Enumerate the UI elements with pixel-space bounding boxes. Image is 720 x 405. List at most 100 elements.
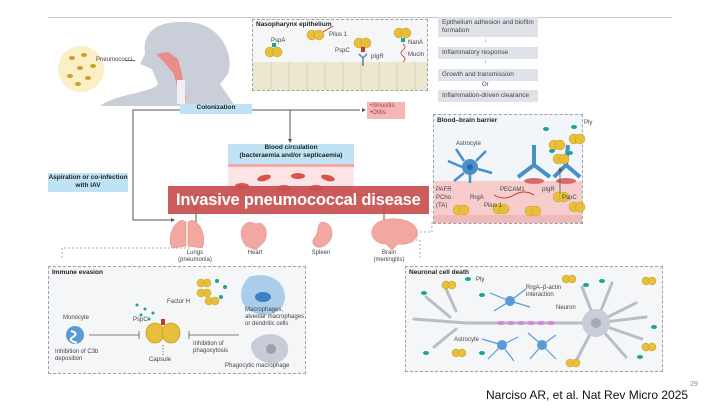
endfoot-icon xyxy=(516,145,552,179)
nasopharynx-label-pilus1: Pilus 1 xyxy=(329,32,348,38)
immune-label-c3b: Inhibition of C3b deposition xyxy=(55,349,99,362)
organ-heart: Heart xyxy=(240,250,270,257)
bbb-label-pafr: PAFR xyxy=(436,187,452,193)
bbb-label-pigr: pIgR xyxy=(542,187,555,193)
blood-subtitle: (bacteraemia and/or septicaemia) xyxy=(239,152,343,159)
nana-bacterium xyxy=(400,27,412,39)
pspa-bacterium xyxy=(271,46,283,58)
pneumococci-leader xyxy=(125,60,135,61)
red-blood-cell xyxy=(291,173,305,179)
red-blood-cell xyxy=(257,174,271,182)
neuronal-title: Neuronal cell death xyxy=(409,269,469,276)
organ-illustrations xyxy=(169,218,418,251)
nasopharynx-label-pspc: PspC xyxy=(335,48,350,54)
ply-toxin-icon xyxy=(421,277,657,359)
organ-heart-name: Heart xyxy=(247,250,263,256)
spleen-icon xyxy=(312,221,333,248)
trachea-icon xyxy=(177,80,185,104)
pspc-bacterium xyxy=(360,37,372,49)
pilus-icon xyxy=(493,191,535,199)
bbb-panel: Blood–brain barrier Astrocyte Ply PAFR P… xyxy=(433,114,592,224)
capsule-bacterium xyxy=(145,322,181,344)
pspc-icon xyxy=(361,47,365,52)
pspa-icon xyxy=(272,43,276,47)
endfoot-icon xyxy=(552,144,582,179)
organ-spleen: Spleen xyxy=(306,250,336,257)
organ-lungs-name: Lungs xyxy=(186,250,204,256)
mucin-icon xyxy=(400,43,406,63)
step-inflammatory: Inflammatory response xyxy=(438,47,538,59)
otitis-label: •Otitis xyxy=(370,110,386,116)
nana-icon xyxy=(401,38,405,42)
neuronal-label-ply: Ply xyxy=(476,277,485,283)
local-disease-box: •Sinusitis •Otitis xyxy=(367,102,405,119)
pspc-icon xyxy=(161,319,165,325)
nasopharynx-label-pigr: pIgR xyxy=(371,54,384,60)
immune-label-factor-h: Factor H xyxy=(167,299,191,305)
step-growth: Growth and transmission xyxy=(438,69,538,81)
page-number: 29 xyxy=(690,381,698,388)
pilus-icon xyxy=(322,25,334,33)
epithelium-layer xyxy=(253,62,427,90)
aspiration-path xyxy=(132,109,180,221)
arrow-down-icon: ↓ xyxy=(484,59,487,65)
organ-brain: Brain (meningitis) xyxy=(366,250,412,264)
bbb-label-pcho: PCho xyxy=(436,195,452,201)
bbb-title: Blood–brain barrier xyxy=(437,117,498,124)
arrow-down-icon: ↓ xyxy=(484,38,487,44)
organ-spleen-name: Spleen xyxy=(311,250,331,256)
aspiration-label: Aspiration or co-infection with IAV xyxy=(48,173,128,192)
organ-lungs-sub: (pneumonia) xyxy=(178,257,212,263)
colonization-label: Colonization xyxy=(180,104,252,114)
heart-icon xyxy=(240,221,267,251)
nasopharynx-panel: Nasopharynx epithelium PspA Pilus 1 PspC… xyxy=(252,19,428,91)
bbb-label-pspc: PspC xyxy=(562,195,577,201)
nasopharynx-label-pspa: PspA xyxy=(271,38,286,44)
nasopharynx-label-mucin: Mucin xyxy=(408,52,425,58)
pneumococci-cloud xyxy=(58,46,104,92)
bbb-label-ta: (TA) xyxy=(436,203,448,209)
immune-label-pspc: PspC xyxy=(133,317,148,323)
immune-evasion-panel: Immune evasion Factor H Monocyte PspC In… xyxy=(48,266,306,374)
blood-title: Blood circulation xyxy=(264,144,318,151)
organ-lungs: Lungs (pneumonia) xyxy=(172,250,218,264)
neuronal-label-neuron: Neuron xyxy=(556,305,576,311)
neuronal-label-rrga: RrgA–β-actin interaction xyxy=(526,285,562,298)
head-illustration xyxy=(100,21,235,106)
or-label: Or xyxy=(482,82,489,88)
bbb-label-astrocyte: Astrocyte xyxy=(456,141,482,147)
red-blood-cell xyxy=(321,174,335,182)
bbb-callout xyxy=(400,220,433,233)
citation: Narciso AR, et al. Nat Rev Micro 2025 xyxy=(486,388,689,402)
organ-brain-sub: (meningitis) xyxy=(373,257,405,263)
immune-label-phagocytic: Phagocytic macrophage xyxy=(225,363,290,369)
organ-brain-name: Brain xyxy=(381,250,396,256)
arrow-right-icon xyxy=(362,108,366,112)
immune-label-macrophages: Macrophages, alveolar macrophages or den… xyxy=(245,307,305,327)
neuronal-death-panel: Neuronal cell death Ply RrgA–β-actin int… xyxy=(405,266,663,372)
ply-toxin-icon xyxy=(543,125,577,155)
immune-label-phago-inhibition: Inhibition of phagocytosis xyxy=(193,341,229,354)
bbb-label-pilus1: Pilus 1 xyxy=(484,203,503,209)
neuronal-label-astrocyte: Astrocyte xyxy=(454,337,480,343)
step-clearance: Inflammation-driven clearance xyxy=(438,90,538,102)
immune-title: Immune evasion xyxy=(52,269,103,276)
step-adhesion: Epithelium adhesion and biofilm formatio… xyxy=(438,17,538,37)
immune-label-capsule: Capsule xyxy=(149,357,172,363)
bbb-label-pecam1: PECAM1 xyxy=(500,187,525,193)
brain-icon xyxy=(371,218,418,251)
pigr-icon xyxy=(358,53,368,66)
lungs-icon xyxy=(169,219,205,249)
pilus-bacterium xyxy=(313,29,325,41)
nasopharynx-title: Nasopharynx epithelium xyxy=(256,21,332,28)
nasopharynx-label-nana: NanA xyxy=(408,40,424,46)
bbb-label-rrga: RrgA xyxy=(470,195,484,201)
sinusitis-label: •Sinusitis xyxy=(370,103,395,109)
blood-circulation-box: Blood circulation (bacteraemia and/or se… xyxy=(228,144,354,164)
rrga-actin-icon xyxy=(497,321,555,325)
arrow-down-icon xyxy=(288,139,292,143)
top-divider xyxy=(48,17,672,18)
bbb-label-ply: Ply xyxy=(584,120,593,126)
arrow-right-icon xyxy=(171,218,175,222)
pneumococci-label: Pneumococci xyxy=(96,57,133,63)
